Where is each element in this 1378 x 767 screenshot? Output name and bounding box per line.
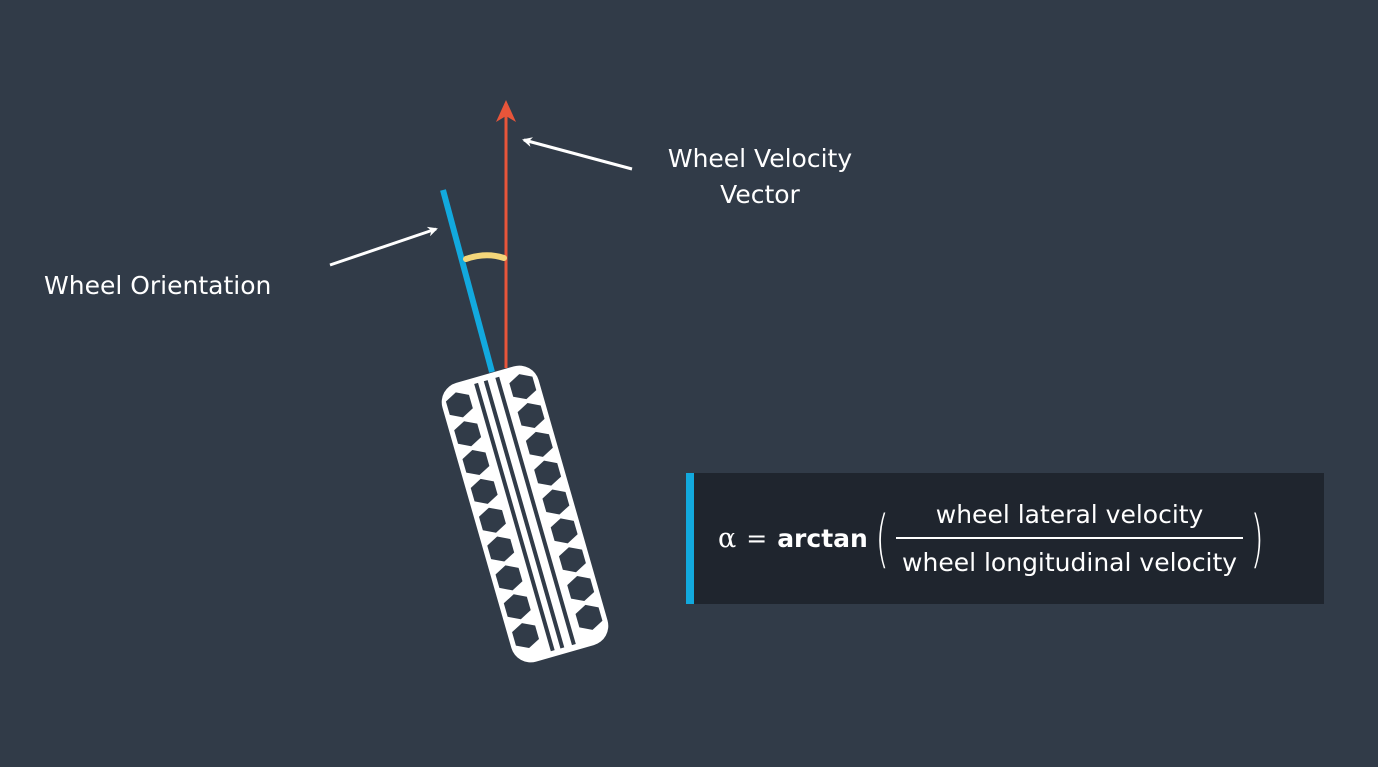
right-parenthesis: ): [1250, 501, 1264, 575]
slip-angle-formula-box: α = arctan ( wheel lateral velocity whee…: [686, 473, 1324, 604]
slip-angle-formula: α = arctan ( wheel lateral velocity whee…: [718, 473, 1265, 604]
fraction-numerator: wheel lateral velocity: [935, 499, 1204, 529]
wheel-velocity-label: Wheel Velocity Vector: [640, 141, 880, 213]
tire-icon: [441, 365, 609, 663]
arctan-function: arctan: [777, 524, 868, 553]
fraction-bar: [896, 536, 1244, 539]
left-parenthesis: (: [875, 501, 889, 575]
fraction-denominator: wheel longitudinal velocity: [902, 547, 1238, 577]
velocity-arrowhead-icon: [496, 100, 516, 122]
wheel-orientation-label: Wheel Orientation: [44, 271, 272, 300]
formula-accent-bar: [686, 473, 694, 604]
alpha-symbol: α: [718, 523, 737, 554]
wheel-orientation-line: [440, 189, 495, 373]
equals-sign: =: [746, 524, 768, 553]
wheel-velocity-label-line1: Wheel Velocity: [667, 144, 853, 173]
velocity-pointer-arrow-icon: [522, 137, 633, 171]
orientation-pointer-arrow-icon: [329, 226, 438, 267]
slip-angle-arc: [463, 252, 507, 262]
velocity-fraction: wheel lateral velocity wheel longitudina…: [896, 497, 1244, 581]
wheel-velocity-label-line2: Vector: [720, 180, 800, 209]
